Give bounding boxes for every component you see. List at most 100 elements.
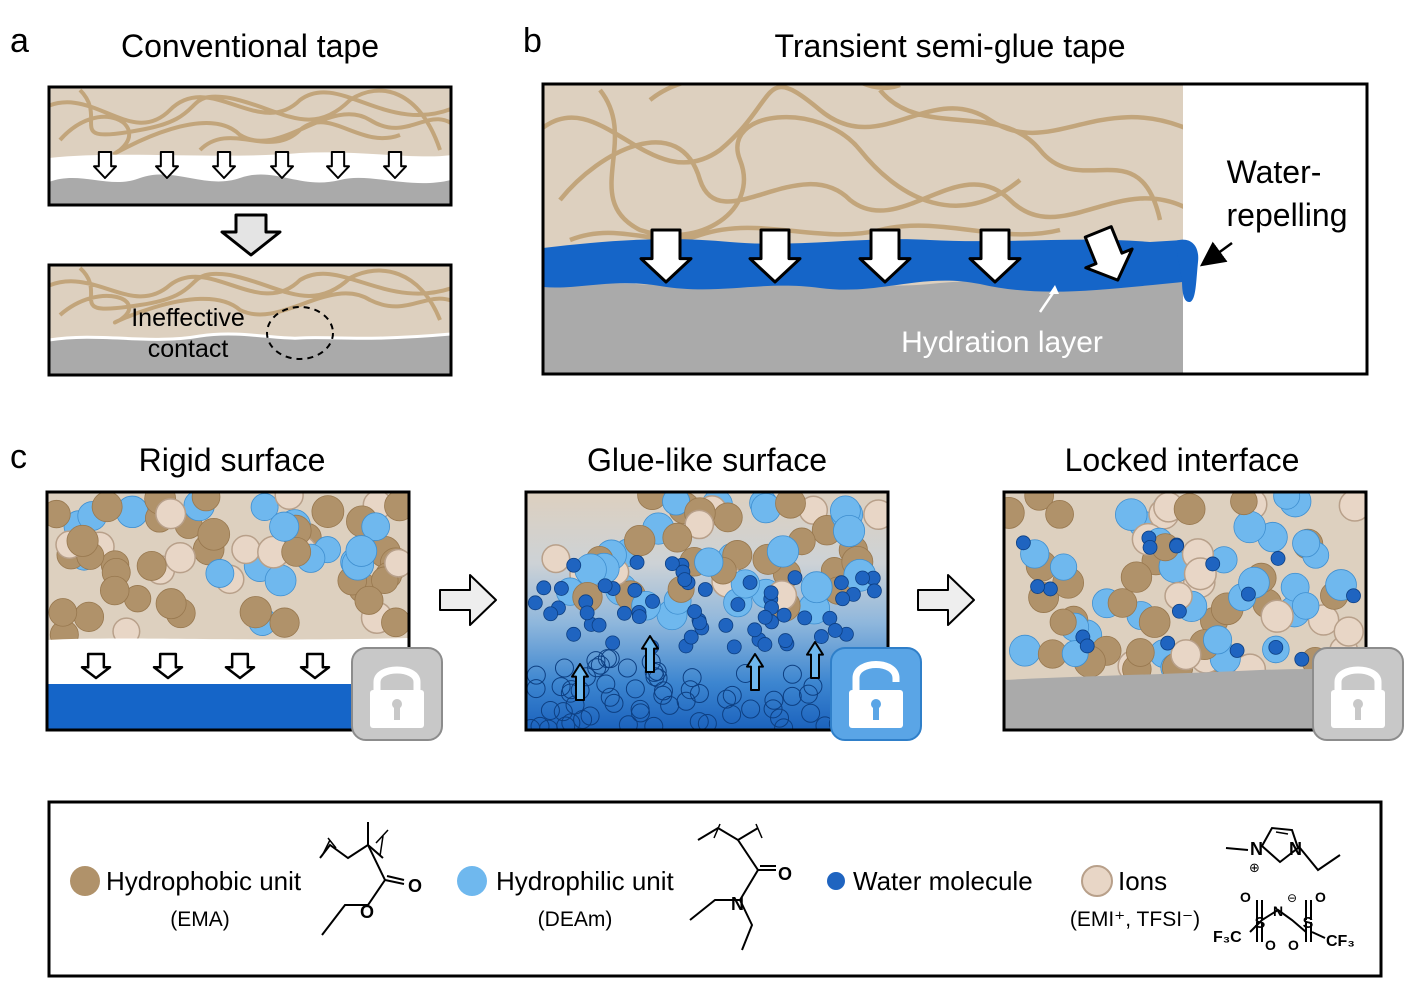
- panel-a-bottom-border: [47, 263, 453, 377]
- bulk-water-molecule: [530, 716, 550, 730]
- hydrophobic-unit: [1138, 606, 1171, 638]
- bulk-water-molecule: [551, 677, 571, 697]
- bulk-water-molecule: [561, 713, 581, 730]
- upward-arrow: [571, 663, 589, 701]
- hydrophobic-unit: [73, 601, 105, 632]
- down-arrow: [270, 151, 294, 179]
- panel-b: b Transient semi-glue tape Water- repell…: [523, 22, 1369, 376]
- water-molecule: [591, 617, 607, 633]
- water-molecule: [697, 582, 713, 597]
- glue-like-surface-border: [524, 490, 890, 732]
- bulk-water-molecule: [648, 668, 668, 688]
- tfsi-oxygen-4: O: [1288, 937, 1299, 953]
- water-molecule: [1346, 588, 1361, 604]
- hydrophilic-unit: [250, 493, 279, 521]
- hydrophilic-unit: [694, 547, 724, 577]
- bulk-water-molecule: [554, 658, 574, 678]
- water-molecule: [730, 597, 746, 612]
- water-molecule: [554, 581, 569, 596]
- hydrophilic-unit: [1114, 498, 1148, 531]
- water-label: Water molecule: [853, 866, 1033, 896]
- hydrophilic-unit: [800, 571, 833, 604]
- bulk-water-molecule: [763, 699, 783, 719]
- hydrophobic-unit: [48, 598, 78, 627]
- water-molecule: [813, 629, 829, 644]
- hydrophilic-unit: [833, 514, 866, 548]
- bulk-water-molecule: [764, 690, 784, 710]
- ion: [1170, 639, 1202, 671]
- down-arrow: [299, 652, 331, 680]
- bulk-water-molecule: [801, 703, 821, 723]
- hydrophilic-unit: [205, 559, 235, 588]
- polymer-units: [47, 492, 409, 650]
- water-molecule: [566, 557, 582, 573]
- water-swatch: [827, 872, 845, 890]
- water-molecule: [1042, 581, 1058, 597]
- fiber-network: [49, 266, 451, 325]
- state-title-glue: Glue-like surface: [587, 442, 827, 478]
- bulk-water-molecule: [600, 649, 620, 669]
- water-bath: [47, 684, 409, 730]
- water-molecule: [855, 570, 870, 586]
- upward-arrow: [806, 641, 824, 679]
- water-molecule: [627, 582, 643, 598]
- ion: [164, 541, 196, 574]
- lock-closed-icon: [351, 647, 443, 741]
- water-molecule: [835, 591, 851, 607]
- down-arrow: [155, 151, 179, 179]
- ion: [384, 548, 409, 578]
- bulk-water-molecule: [625, 679, 645, 699]
- tilted-pressure-arrow: [1083, 225, 1134, 282]
- down-arrow: [224, 652, 256, 680]
- contact-substrate: [49, 334, 451, 375]
- hydrophilic-label: Hydrophilic unit: [496, 866, 675, 896]
- water-molecule: [787, 570, 803, 586]
- panel-a: a Conventional tape Ineffective contact: [10, 22, 453, 377]
- water-repelling-droplet: [1175, 239, 1199, 303]
- panel-b-arrows: [639, 225, 1134, 284]
- water-molecule: [1294, 651, 1310, 667]
- water-molecule: [1142, 539, 1158, 555]
- water-molecule: [683, 629, 699, 645]
- hydrophobic-unit: [354, 585, 384, 615]
- bulk-water-molecule: [722, 704, 742, 724]
- panel-b-border: [541, 82, 1369, 376]
- water-molecule: [597, 578, 613, 594]
- panel-c: c Rigid surface Glue-like surface Locked…: [10, 438, 1404, 741]
- panel-a-arrows: [93, 151, 407, 179]
- hydrophobic-unit: [381, 607, 409, 638]
- bulk-water-molecule: [774, 718, 794, 730]
- bulk-water-molecule: [540, 700, 560, 720]
- upward-arrows: [571, 635, 824, 701]
- water-repelling-pointer: [1199, 241, 1233, 267]
- water-molecule: [776, 607, 792, 623]
- state-title-locked: Locked interface: [1065, 442, 1300, 478]
- water-repelling-label-1: Water-: [1227, 154, 1322, 190]
- ion: [1338, 492, 1366, 522]
- hydrophobic-swatch: [70, 866, 100, 896]
- hydrophobic-unit: [1024, 492, 1054, 511]
- emi-nitrogen-1: N: [1250, 839, 1263, 859]
- water-molecule: [797, 610, 813, 626]
- bulk-water-molecule: [604, 693, 624, 713]
- water-molecule: [1270, 551, 1286, 566]
- pressure-arrow: [858, 228, 912, 284]
- transition-arrow-down: [220, 213, 282, 257]
- hydrophobic-unit: [384, 492, 409, 522]
- water-molecules: [526, 554, 886, 730]
- ion: [541, 544, 571, 574]
- hydrophobic-unit: [136, 550, 167, 581]
- water-molecule: [866, 583, 882, 599]
- panel-a-title: Conventional tape: [121, 28, 379, 64]
- water-molecule: [543, 606, 559, 622]
- bulk-water-molecule: [653, 685, 673, 705]
- bulk-water-molecule: [697, 714, 717, 730]
- water-molecule: [1171, 603, 1187, 619]
- ineffective-label-1: Ineffective: [131, 304, 245, 332]
- ion: [684, 509, 715, 540]
- hydrophilic-sub: (DEAm): [538, 908, 613, 931]
- fiber-network: [543, 84, 1183, 243]
- hydrophilic-unit: [1291, 592, 1320, 620]
- water-molecule: [677, 572, 693, 587]
